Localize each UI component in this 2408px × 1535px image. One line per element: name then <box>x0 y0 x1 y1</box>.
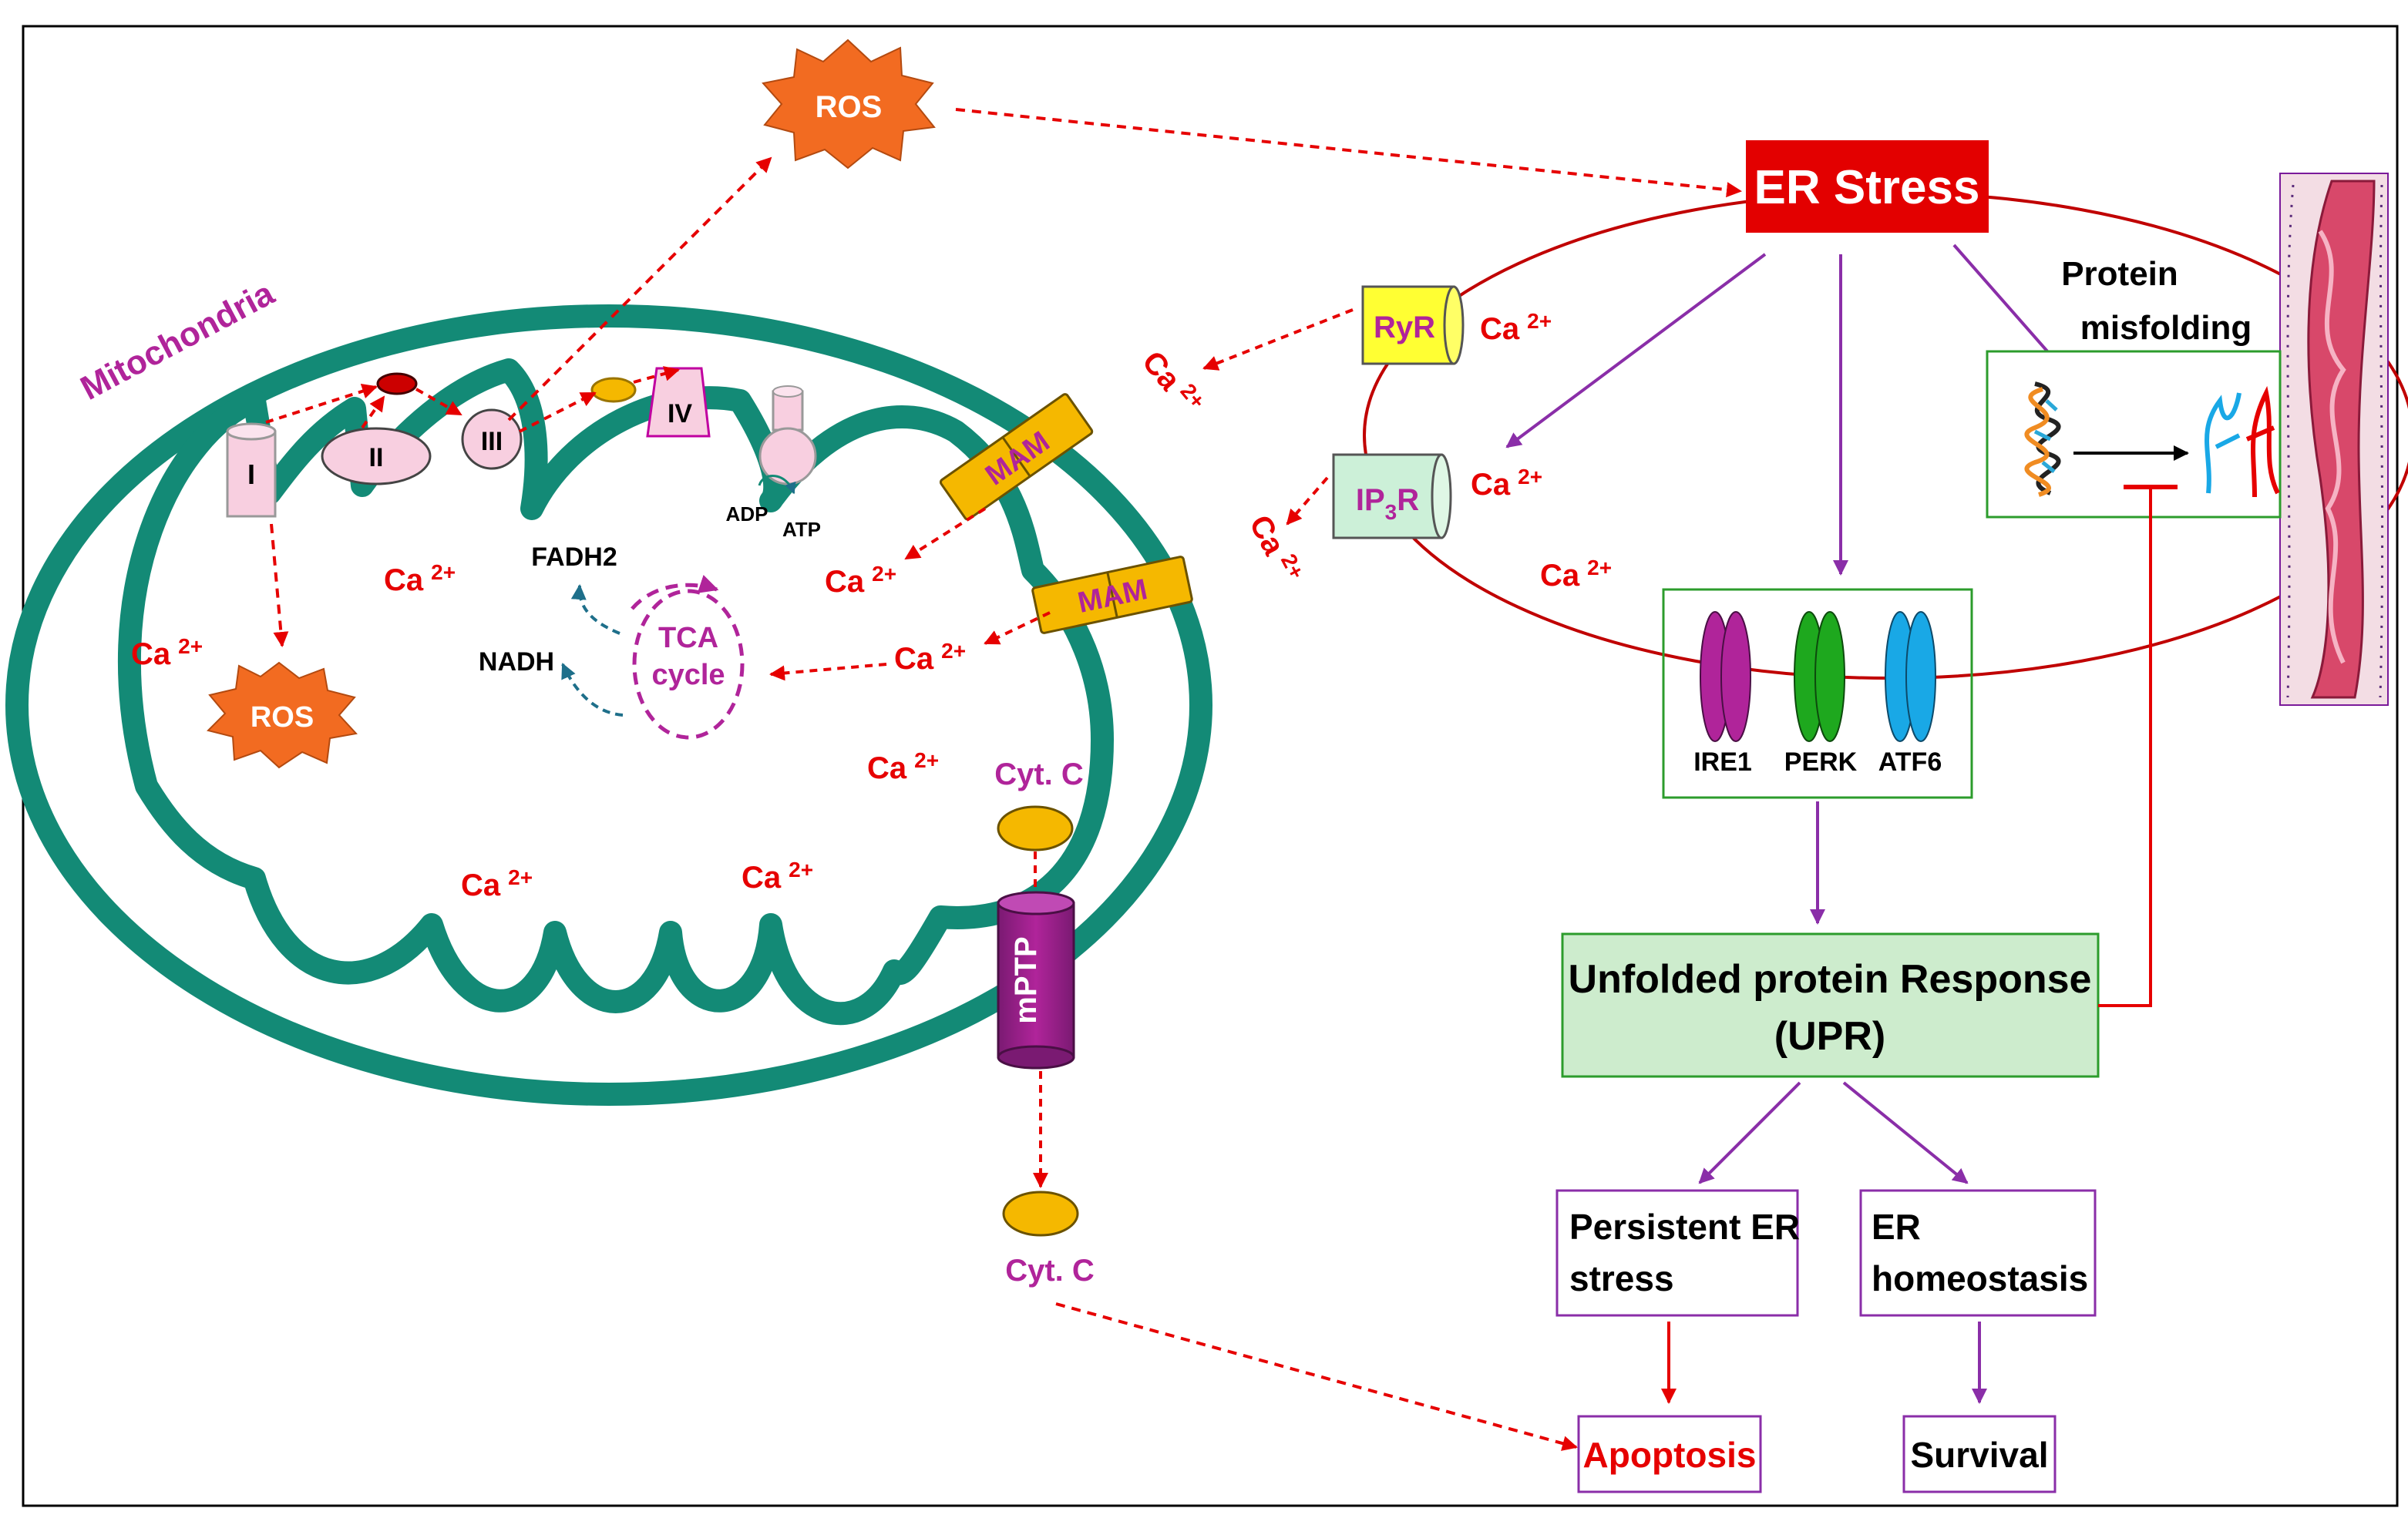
er-image <box>2279 173 2389 706</box>
arrow-cytc-to-apoptosis <box>1055 1302 1578 1451</box>
upr-box: Unfolded protein Response (UPR) <box>1561 932 2100 1078</box>
arrow-i-to-ros <box>270 523 289 647</box>
protein-misfolding-line2: misfolding <box>2080 309 2252 347</box>
ros-top-label: ROS <box>816 90 883 124</box>
arrow-upr-to-persistent <box>1698 1081 1801 1184</box>
arrow-ros-to-er-stress <box>955 108 1742 198</box>
ire1-sensor: IRE1 <box>1693 611 1752 777</box>
persistent-label-line1: Persistent ER <box>1569 1207 1800 1247</box>
fes-cluster-icon <box>376 372 418 395</box>
arrow-mam-lower-to-ca <box>984 611 1051 645</box>
arrow-mam-to-ca <box>904 507 987 560</box>
cyt-c-inside-icon <box>997 805 1074 851</box>
mitochondrion: Mitochondria I II III IV <box>5 156 1578 1451</box>
perk-label: PERK <box>1784 747 1858 777</box>
apoptosis-label: Apoptosis <box>1583 1435 1757 1475</box>
mptp-label: mPTP <box>1009 936 1043 1023</box>
arrow-iii-to-ros <box>507 156 772 422</box>
cyt-c-inside-label: Cyt. C <box>994 757 1084 791</box>
adp-label: ADP <box>726 502 768 526</box>
er-stress-title: ER Stress <box>1754 161 1980 214</box>
ip3r-channel: IP3R <box>1332 453 1452 539</box>
survival-label: Survival <box>1911 1435 2049 1475</box>
arrow-ip3r-to-ca <box>1286 476 1329 526</box>
complex-ii-label: II <box>369 443 384 472</box>
ryr-channel: RyR <box>1361 285 1465 365</box>
upr-inhibition-line <box>2098 487 2152 1007</box>
complex-iii: III <box>461 408 523 470</box>
arrow-ca-to-tca <box>769 663 887 681</box>
complex-i: I <box>226 422 277 518</box>
upr-label-line1: Unfolded protein Response <box>1569 957 2092 1002</box>
homeostasis-label-line2: homeostasis <box>1872 1258 2088 1298</box>
arrow-upr-to-homeostasis <box>1842 1081 1969 1184</box>
complex-iv: IV <box>646 367 711 438</box>
perk-sensor: PERK <box>1784 611 1858 777</box>
ros-burst-top: ROS <box>762 39 936 170</box>
persistent-er-stress-box: Persistent ER stress <box>1555 1189 1800 1317</box>
upr-label-line2: (UPR) <box>1774 1014 1885 1059</box>
mam-upper: MAM <box>939 393 1094 521</box>
mam-lower: MAM <box>1031 556 1193 634</box>
er-homeostasis-box: ER homeostasis <box>1859 1189 2097 1317</box>
ip3r-label: IP3R <box>1356 483 1419 524</box>
fadh2-label: FADH2 <box>531 542 617 572</box>
persistent-label-line2: stress <box>1569 1258 1674 1298</box>
arrow-ii-to-fes <box>361 395 385 429</box>
survival-box: Survival <box>1902 1415 2057 1493</box>
atp-label: ATP <box>782 518 821 541</box>
ros-inner-label: ROS <box>251 701 314 734</box>
er-stress-banner <box>1746 140 1989 233</box>
arrow-ryr-to-ca <box>1202 308 1354 371</box>
apoptosis-box: Apoptosis <box>1577 1415 1762 1493</box>
mito-outer-membrane <box>5 304 1212 1106</box>
ca-label: Ca2+ <box>1135 343 1210 422</box>
arrow-i-to-ii <box>265 383 378 424</box>
folded-protein-icon <box>2024 381 2061 497</box>
ros-burst-inner: ROS <box>207 661 358 769</box>
arrow-er-stress-to-ip3r-ca <box>1505 253 1767 448</box>
complex-iv-label: IV <box>668 399 692 428</box>
cyt-c-carrier-icon <box>590 377 637 403</box>
tca-label-line2: cycle <box>651 659 725 691</box>
complex-i-label: I <box>247 458 255 490</box>
ryr-label: RyR <box>1374 311 1435 344</box>
ire1-label: IRE1 <box>1693 747 1752 777</box>
tca-cycle: TCA cycle FADH2 NADH <box>479 542 745 740</box>
atf6-sensor: ATF6 <box>1878 611 1942 777</box>
ca-label: Ca2+ <box>1243 509 1309 589</box>
arrow-fes-to-iii <box>415 388 462 416</box>
protein-misfolding-box <box>1986 350 2282 519</box>
homeostasis-label-line1: ER <box>1872 1207 1921 1247</box>
complex-ii: II <box>321 372 432 485</box>
arrow-iii-to-cytc <box>519 391 597 433</box>
misfolded-protein-icon <box>2205 385 2280 498</box>
nadh-label: NADH <box>479 647 554 677</box>
complex-iii-label: III <box>481 427 503 456</box>
cyt-c-outside-label: Cyt. C <box>1005 1254 1095 1288</box>
atp-synthase: ADP ATP <box>726 385 821 541</box>
tca-label-line1: TCA <box>658 622 718 654</box>
upr-sensors-box: IRE1 PERK ATF6 <box>1662 588 1973 799</box>
mptp-channel: mPTP <box>997 891 1075 1070</box>
atf6-label: ATF6 <box>1878 747 1942 777</box>
cyt-c-outside-icon <box>1002 1191 1079 1237</box>
protein-misfolding-line1: Protein <box>2061 255 2178 293</box>
